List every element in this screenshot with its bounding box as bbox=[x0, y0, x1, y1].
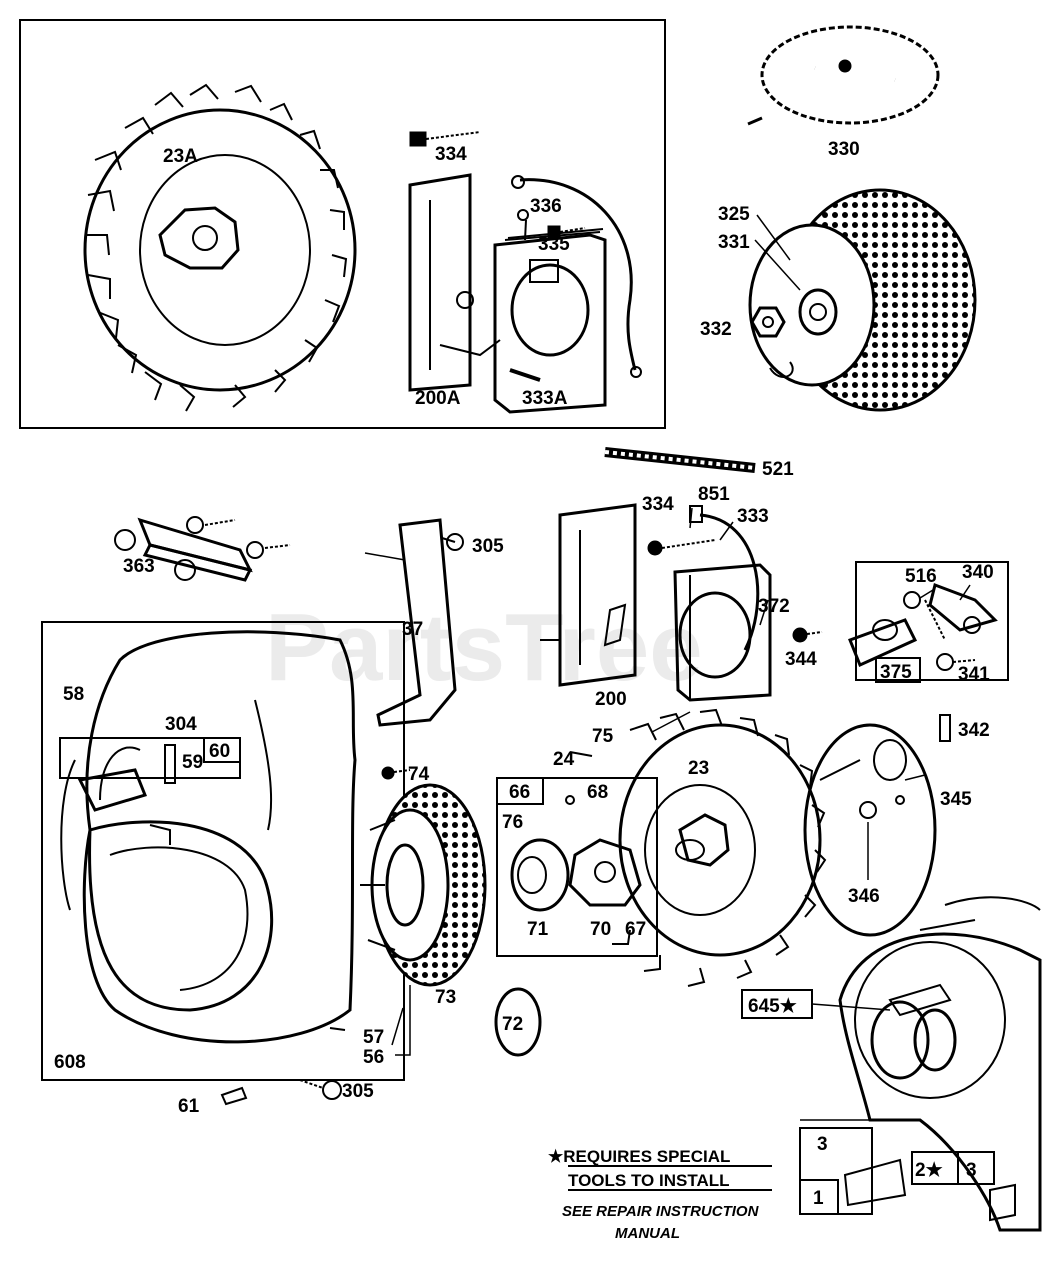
label-57: 57 bbox=[363, 1027, 384, 1048]
note-special-tools-2: TOOLS TO INSTALL bbox=[568, 1171, 730, 1190]
label-56: 56 bbox=[363, 1047, 384, 1068]
screw-335 bbox=[517, 209, 586, 241]
label-363: 363 bbox=[123, 556, 155, 577]
label-344: 344 bbox=[785, 649, 817, 670]
label-73: 73 bbox=[435, 987, 456, 1008]
label-76: 76 bbox=[502, 812, 523, 833]
plate-345 bbox=[803, 723, 937, 937]
part-labels: 23A 334 336 335 200A 333A 330 325 331 33… bbox=[54, 139, 994, 1209]
label-2-star: 2★ bbox=[915, 1160, 943, 1181]
label-336: 336 bbox=[530, 196, 562, 217]
box-645 bbox=[741, 989, 891, 1019]
label-37: 37 bbox=[402, 619, 423, 640]
label-333A: 333A bbox=[522, 388, 568, 409]
label-375: 375 bbox=[880, 662, 912, 683]
flywheel-23 bbox=[569, 708, 827, 987]
pin-342 bbox=[939, 714, 951, 742]
bracket-363 bbox=[114, 516, 291, 582]
label-24: 24 bbox=[553, 749, 575, 770]
label-334-top: 334 bbox=[435, 144, 467, 165]
label-345: 345 bbox=[940, 789, 972, 810]
screw-334-top bbox=[409, 131, 481, 147]
starter-handle-group-60 bbox=[59, 737, 241, 911]
label-330: 330 bbox=[828, 139, 860, 160]
label-334-lower: 334 bbox=[642, 494, 674, 515]
label-74: 74 bbox=[408, 764, 430, 785]
label-516: 516 bbox=[905, 566, 937, 587]
label-608: 608 bbox=[54, 1052, 86, 1073]
starter-pulley-73 bbox=[360, 766, 487, 987]
label-372: 372 bbox=[758, 596, 790, 617]
fuel-line-521 bbox=[604, 447, 756, 473]
part-boxes-bottom bbox=[799, 1127, 995, 1215]
flywheel-23A bbox=[83, 83, 357, 412]
label-304: 304 bbox=[165, 714, 197, 735]
screw-344 bbox=[792, 627, 823, 643]
label-342: 342 bbox=[958, 720, 990, 741]
watermark: PartsTree bbox=[265, 594, 703, 701]
wire-336 bbox=[511, 175, 642, 378]
screw-341 bbox=[936, 653, 976, 671]
label-333: 333 bbox=[737, 506, 769, 527]
label-58: 58 bbox=[63, 684, 84, 705]
label-335: 335 bbox=[538, 234, 570, 255]
note-repair-1: SEE REPAIR INSTRUCTION bbox=[562, 1203, 760, 1220]
label-70: 70 bbox=[590, 919, 611, 940]
label-851: 851 bbox=[698, 484, 730, 505]
label-346: 346 bbox=[848, 886, 880, 907]
note-repair-2: MANUAL bbox=[615, 1225, 680, 1242]
label-331: 331 bbox=[718, 232, 750, 253]
label-341: 341 bbox=[958, 664, 990, 685]
ring-72 bbox=[494, 987, 542, 1057]
breaker-points-375 bbox=[848, 561, 1009, 683]
label-61: 61 bbox=[178, 1096, 200, 1117]
label-305-lower: 305 bbox=[342, 1081, 374, 1102]
screw-305-lower bbox=[299, 1079, 342, 1100]
key-61 bbox=[220, 1086, 248, 1106]
label-68: 68 bbox=[587, 782, 608, 803]
label-60: 60 bbox=[209, 741, 230, 762]
bracket-200 bbox=[540, 503, 637, 687]
armature-333 bbox=[673, 505, 772, 702]
notes: ★REQUIRES SPECIAL TOOLS TO INSTALL SEE R… bbox=[548, 1147, 772, 1242]
flywheel-armature-group bbox=[19, 19, 666, 429]
leaders bbox=[364, 214, 971, 1056]
label-305-top: 305 bbox=[472, 536, 504, 557]
label-59: 59 bbox=[182, 752, 203, 773]
label-75: 75 bbox=[592, 726, 614, 747]
label-521: 521 bbox=[762, 459, 794, 480]
label-67: 67 bbox=[625, 919, 646, 940]
bracket-200A bbox=[408, 173, 501, 392]
label-3-left: 3 bbox=[817, 1134, 828, 1155]
label-23A: 23A bbox=[163, 146, 198, 167]
label-23: 23 bbox=[688, 758, 709, 779]
label-200: 200 bbox=[595, 689, 627, 710]
label-332: 332 bbox=[700, 319, 732, 340]
label-66: 66 bbox=[509, 782, 530, 803]
rotating-screen bbox=[748, 188, 977, 412]
label-72: 72 bbox=[502, 1014, 523, 1035]
label-71: 71 bbox=[527, 919, 549, 940]
screw-334-lower bbox=[647, 539, 716, 556]
armature-333A bbox=[493, 228, 607, 414]
label-3-right: 3 bbox=[966, 1160, 977, 1181]
label-325: 325 bbox=[718, 204, 750, 225]
label-645: 645★ bbox=[748, 996, 797, 1017]
label-1: 1 bbox=[813, 1188, 824, 1209]
note-special-tools-1: ★REQUIRES SPECIAL bbox=[548, 1147, 730, 1166]
part-330-cord bbox=[747, 25, 940, 126]
engine-block bbox=[800, 896, 1042, 1232]
label-340: 340 bbox=[962, 562, 994, 583]
label-200A: 200A bbox=[415, 388, 461, 409]
